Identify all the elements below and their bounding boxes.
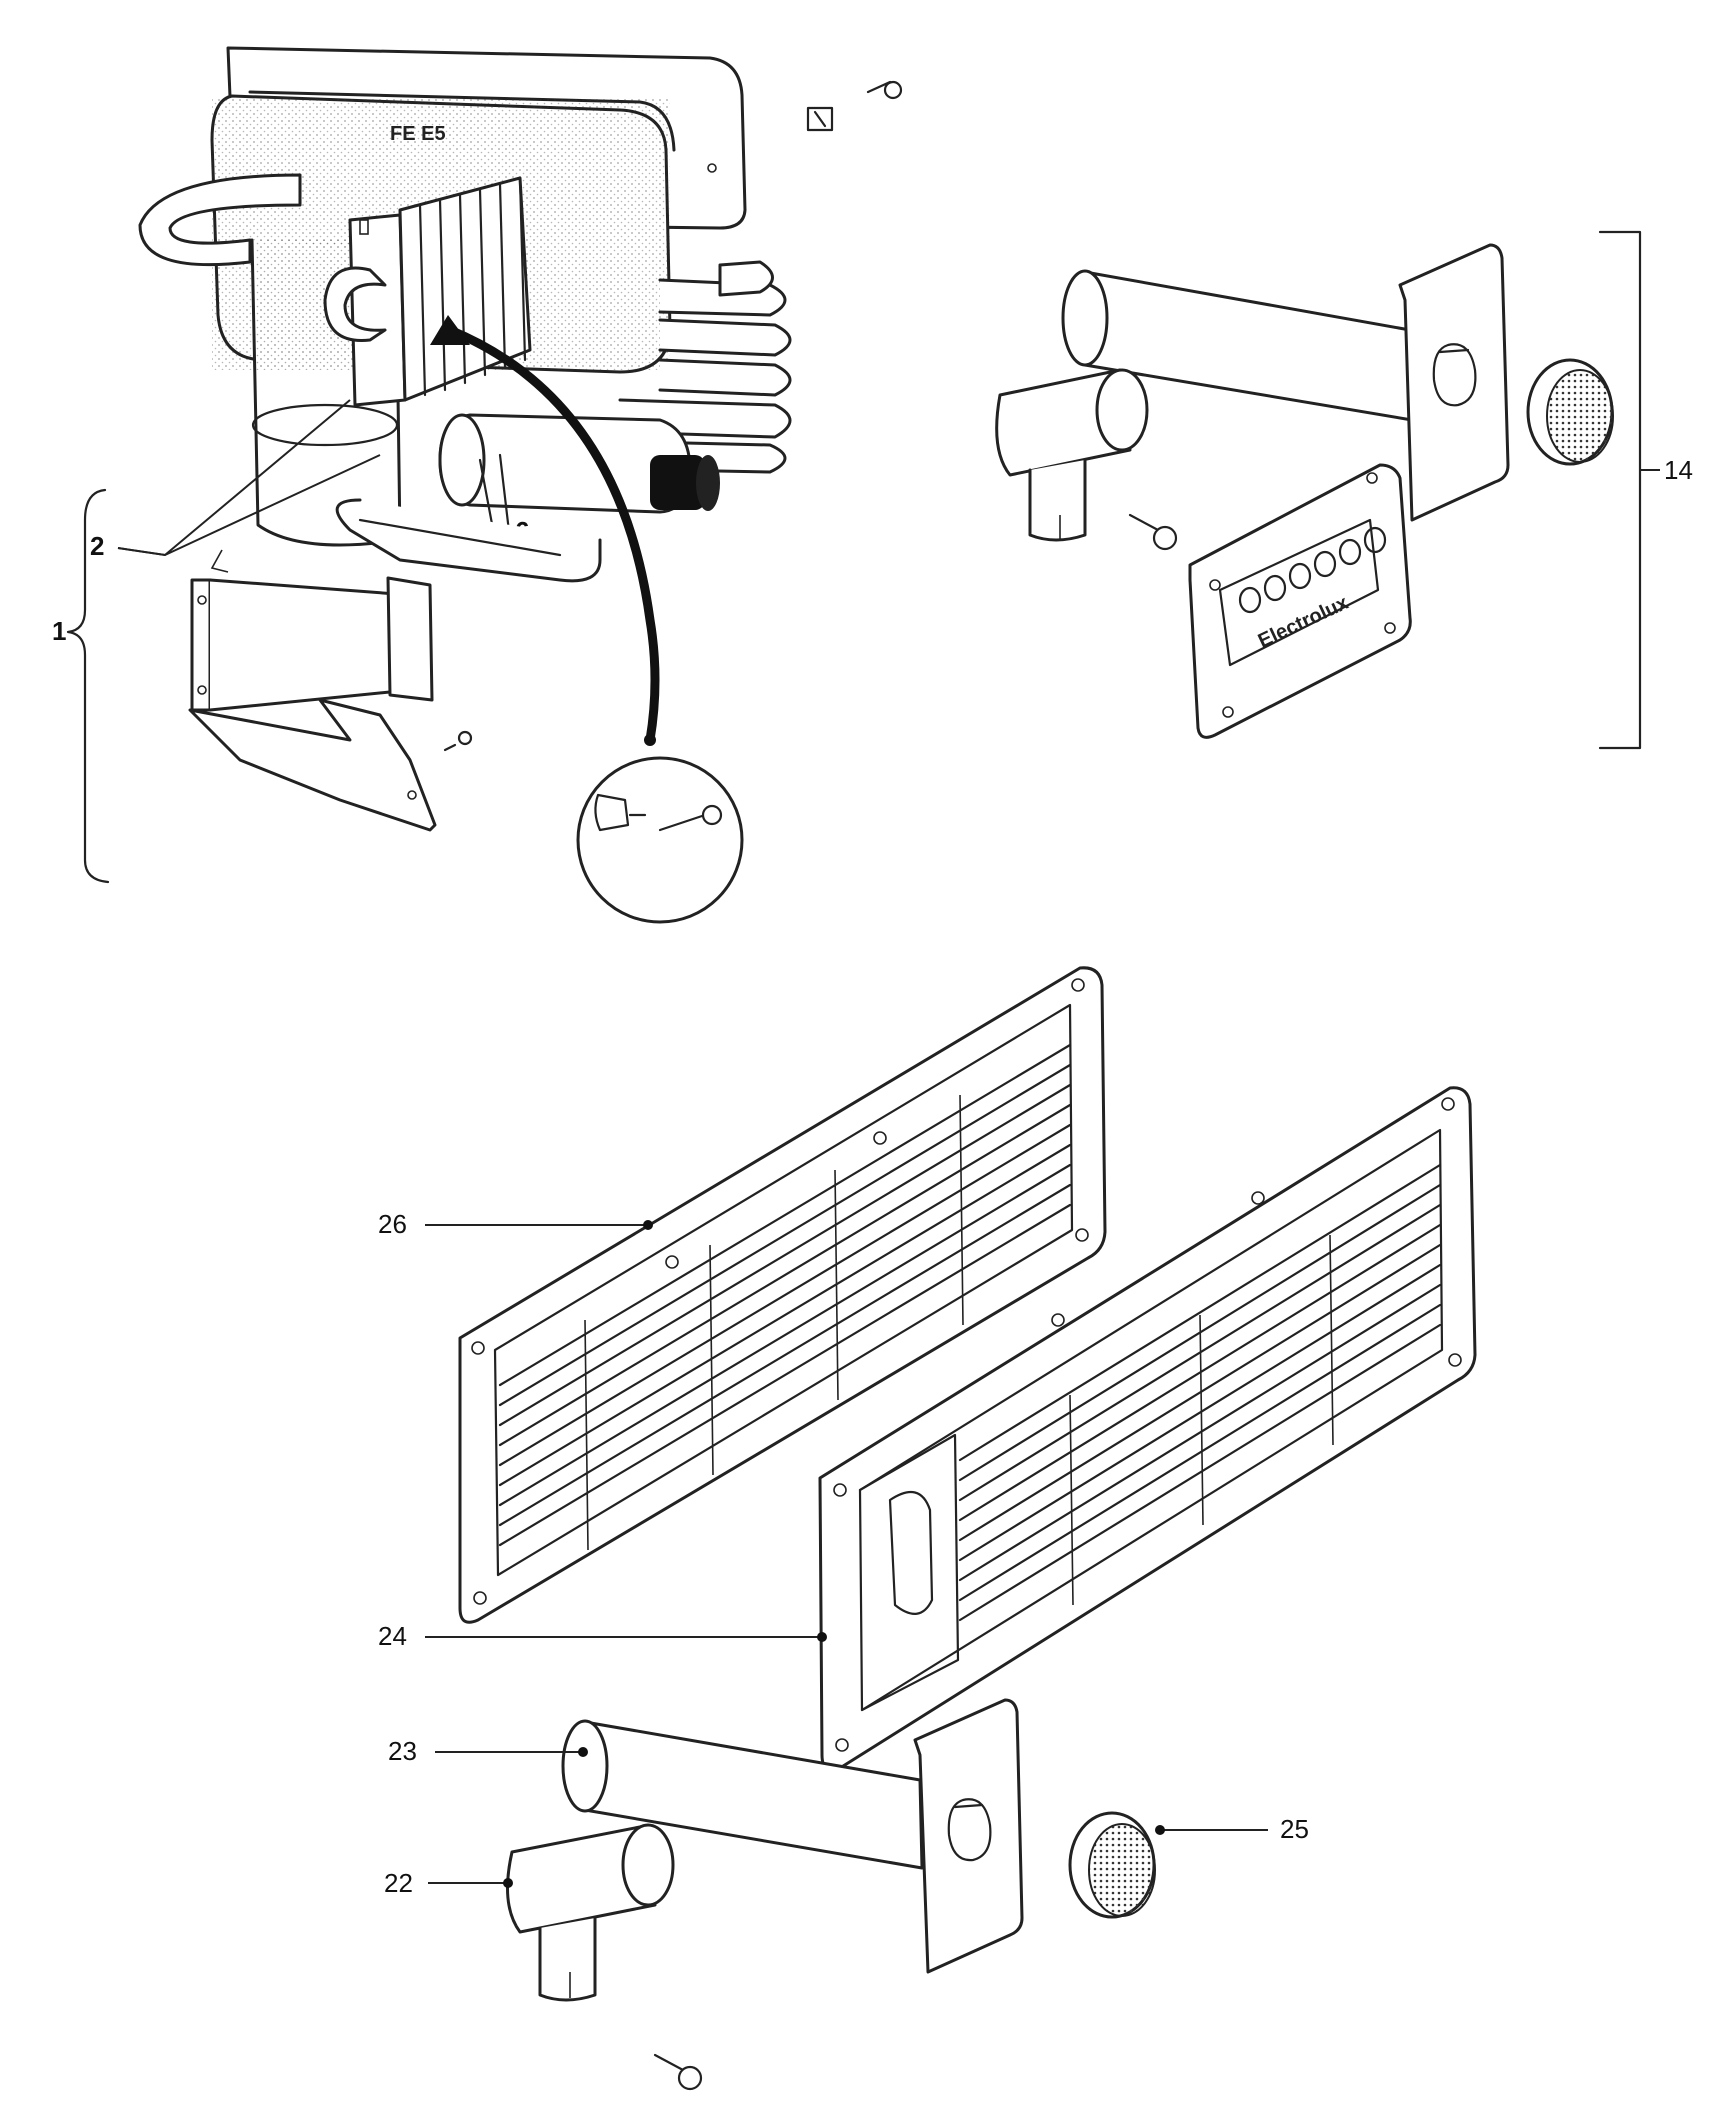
- callout-2: 2: [90, 531, 104, 561]
- mounting-bracket: [188, 549, 473, 832]
- callout-22: 22: [384, 1868, 413, 1898]
- leaders-lower: [425, 1220, 1268, 1888]
- cooling-unit-assembly: FE E5: [66, 46, 903, 924]
- inset-detail: [576, 734, 744, 924]
- wall-plate: [913, 1698, 1024, 1974]
- ventilation-grille-26: [458, 966, 1107, 1624]
- ventilation-grille-24: [818, 1086, 1477, 1772]
- callout-24: 24: [378, 1621, 407, 1651]
- control-knob: [650, 455, 720, 511]
- flue-kit-14: Electrolux: [995, 230, 1660, 750]
- screw-bottom: [653, 2053, 703, 2091]
- svg-text:FE E5: FE E5: [390, 123, 446, 145]
- callout-23: 23: [388, 1736, 417, 1766]
- condenser-coils: [558, 260, 792, 474]
- screw-top: [806, 80, 903, 132]
- mesh-cap-25: [1068, 1811, 1156, 1919]
- flue-tube-23: [561, 1719, 924, 1870]
- t-piece-22: [506, 1823, 675, 2002]
- callout-14: 14: [1664, 455, 1693, 485]
- callout-26: 26: [378, 1209, 407, 1239]
- callout-25: 25: [1280, 1814, 1309, 1844]
- leader-2b: [117, 454, 381, 557]
- callout-1: 1: [52, 616, 66, 646]
